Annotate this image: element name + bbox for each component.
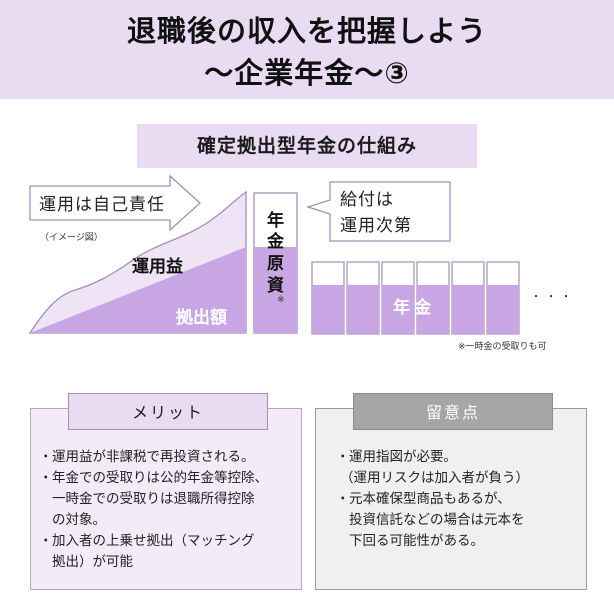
caution-line: （運用リスクは加入者が負う） <box>340 470 529 486</box>
contribution-label: 拠出額 <box>176 307 227 328</box>
benefit-label-line-2: 運用次第 <box>340 216 412 236</box>
payout-bar-fill <box>347 285 379 334</box>
benefit-speech-bubble <box>305 181 451 242</box>
caution-line: 下回る可能性がある。 <box>349 533 484 549</box>
merit-line: 年金での受取りは公的年金等控除、 <box>52 470 268 486</box>
bullet: ・ <box>336 449 350 465</box>
header-banner: 退職後の収入を把握しよう 〜企業年金〜③ <box>0 0 614 99</box>
investment-gain-label: 運用益 <box>132 256 183 277</box>
page-title-line-1: 退職後の収入を把握しよう <box>126 14 487 48</box>
caution-line: 元本確保型商品もあるが、 <box>349 491 511 507</box>
merits-panel: メリット ・ 運用益が非課税で再投資される。 ・ 年金での受取りは公的年金等控除… <box>30 393 302 590</box>
cautions-title: 留意点 <box>353 393 553 430</box>
caution-item: ・ 運用指図が必要。 <box>336 447 582 468</box>
merit-line: 運用益が非課税で再投資される。 <box>52 449 255 465</box>
merit-item: ・ 年金での受取りは公的年金等控除、 一時金での受取りは退職所得控除 の対象。 <box>39 468 297 531</box>
merit-line: 一時金での受取りは退職所得控除 <box>52 491 255 507</box>
payout-bar-fill <box>417 285 449 334</box>
caution-line: 運用指図が必要。 <box>349 449 457 465</box>
payout-bar-fill <box>312 285 344 334</box>
pension-label: 年金 <box>393 297 435 318</box>
section-subtitle: 確定拠出型年金の仕組み <box>137 124 477 168</box>
lump-sum-note: ※一時金の受取りも可 <box>458 340 547 352</box>
merits-title: メリット <box>68 393 268 430</box>
pension-fund-mark: ※ <box>277 295 285 305</box>
benefit-label-line-1: 給付は <box>340 190 394 210</box>
pension-diagram: 運用は自己責任 （イメージ図） 運用益 拠出額 年 金 原 資 ※ 給付は 運用… <box>28 174 576 352</box>
merit-line: 拠出）が可能 <box>52 554 133 570</box>
page-title-line-2: 〜企業年金〜③ <box>204 56 410 90</box>
merit-item: ・ 運用益が非課税で再投資される。 <box>39 447 297 468</box>
bullet: ・ <box>336 491 350 507</box>
image-note: （イメージ図） <box>40 232 103 243</box>
bullet: ・ <box>39 470 53 486</box>
merit-line: 加入者の上乗せ拠出（マッチング <box>52 533 255 549</box>
caution-line: 投資信託などの場合は元本を <box>349 512 525 528</box>
pension-fund-char-3: 原 <box>267 254 284 274</box>
merit-item: ・ 加入者の上乗せ拠出（マッチング 拠出）が可能 <box>39 531 297 573</box>
cautions-panel: 留意点 ・ 運用指図が必要。 （運用リスクは加入者が負う） ・ 元本確保型商品も… <box>315 393 587 590</box>
cautions-list: ・ 運用指図が必要。 （運用リスクは加入者が負う） ・ 元本確保型商品もあるが、… <box>336 447 582 552</box>
payout-bar-fill <box>487 285 519 334</box>
pension-fund-column-fill <box>254 247 297 333</box>
bullet: ・ <box>39 533 53 549</box>
payout-bar-fill <box>452 285 484 334</box>
merits-list: ・ 運用益が非課税で再投資される。 ・ 年金での受取りは公的年金等控除、 一時金… <box>39 447 297 573</box>
pension-payout-bars <box>311 261 520 335</box>
merit-line: の対象。 <box>52 512 106 528</box>
arrow-label: 運用は自己責任 <box>39 195 165 215</box>
pension-fund-char-2: 金 <box>266 231 285 252</box>
continuation-ellipsis: ・・・ <box>531 292 576 303</box>
bullet: ・ <box>39 449 53 465</box>
contribution-area <box>30 247 246 333</box>
payout-bar-fill <box>382 285 414 334</box>
pension-fund-char-4: 資 <box>267 276 284 296</box>
caution-item: ・ 元本確保型商品もあるが、 投資信託などの場合は元本を 下回る可能性がある。 <box>336 489 582 552</box>
arrow-shape <box>29 174 201 232</box>
pension-fund-char-1: 年 <box>267 210 284 231</box>
